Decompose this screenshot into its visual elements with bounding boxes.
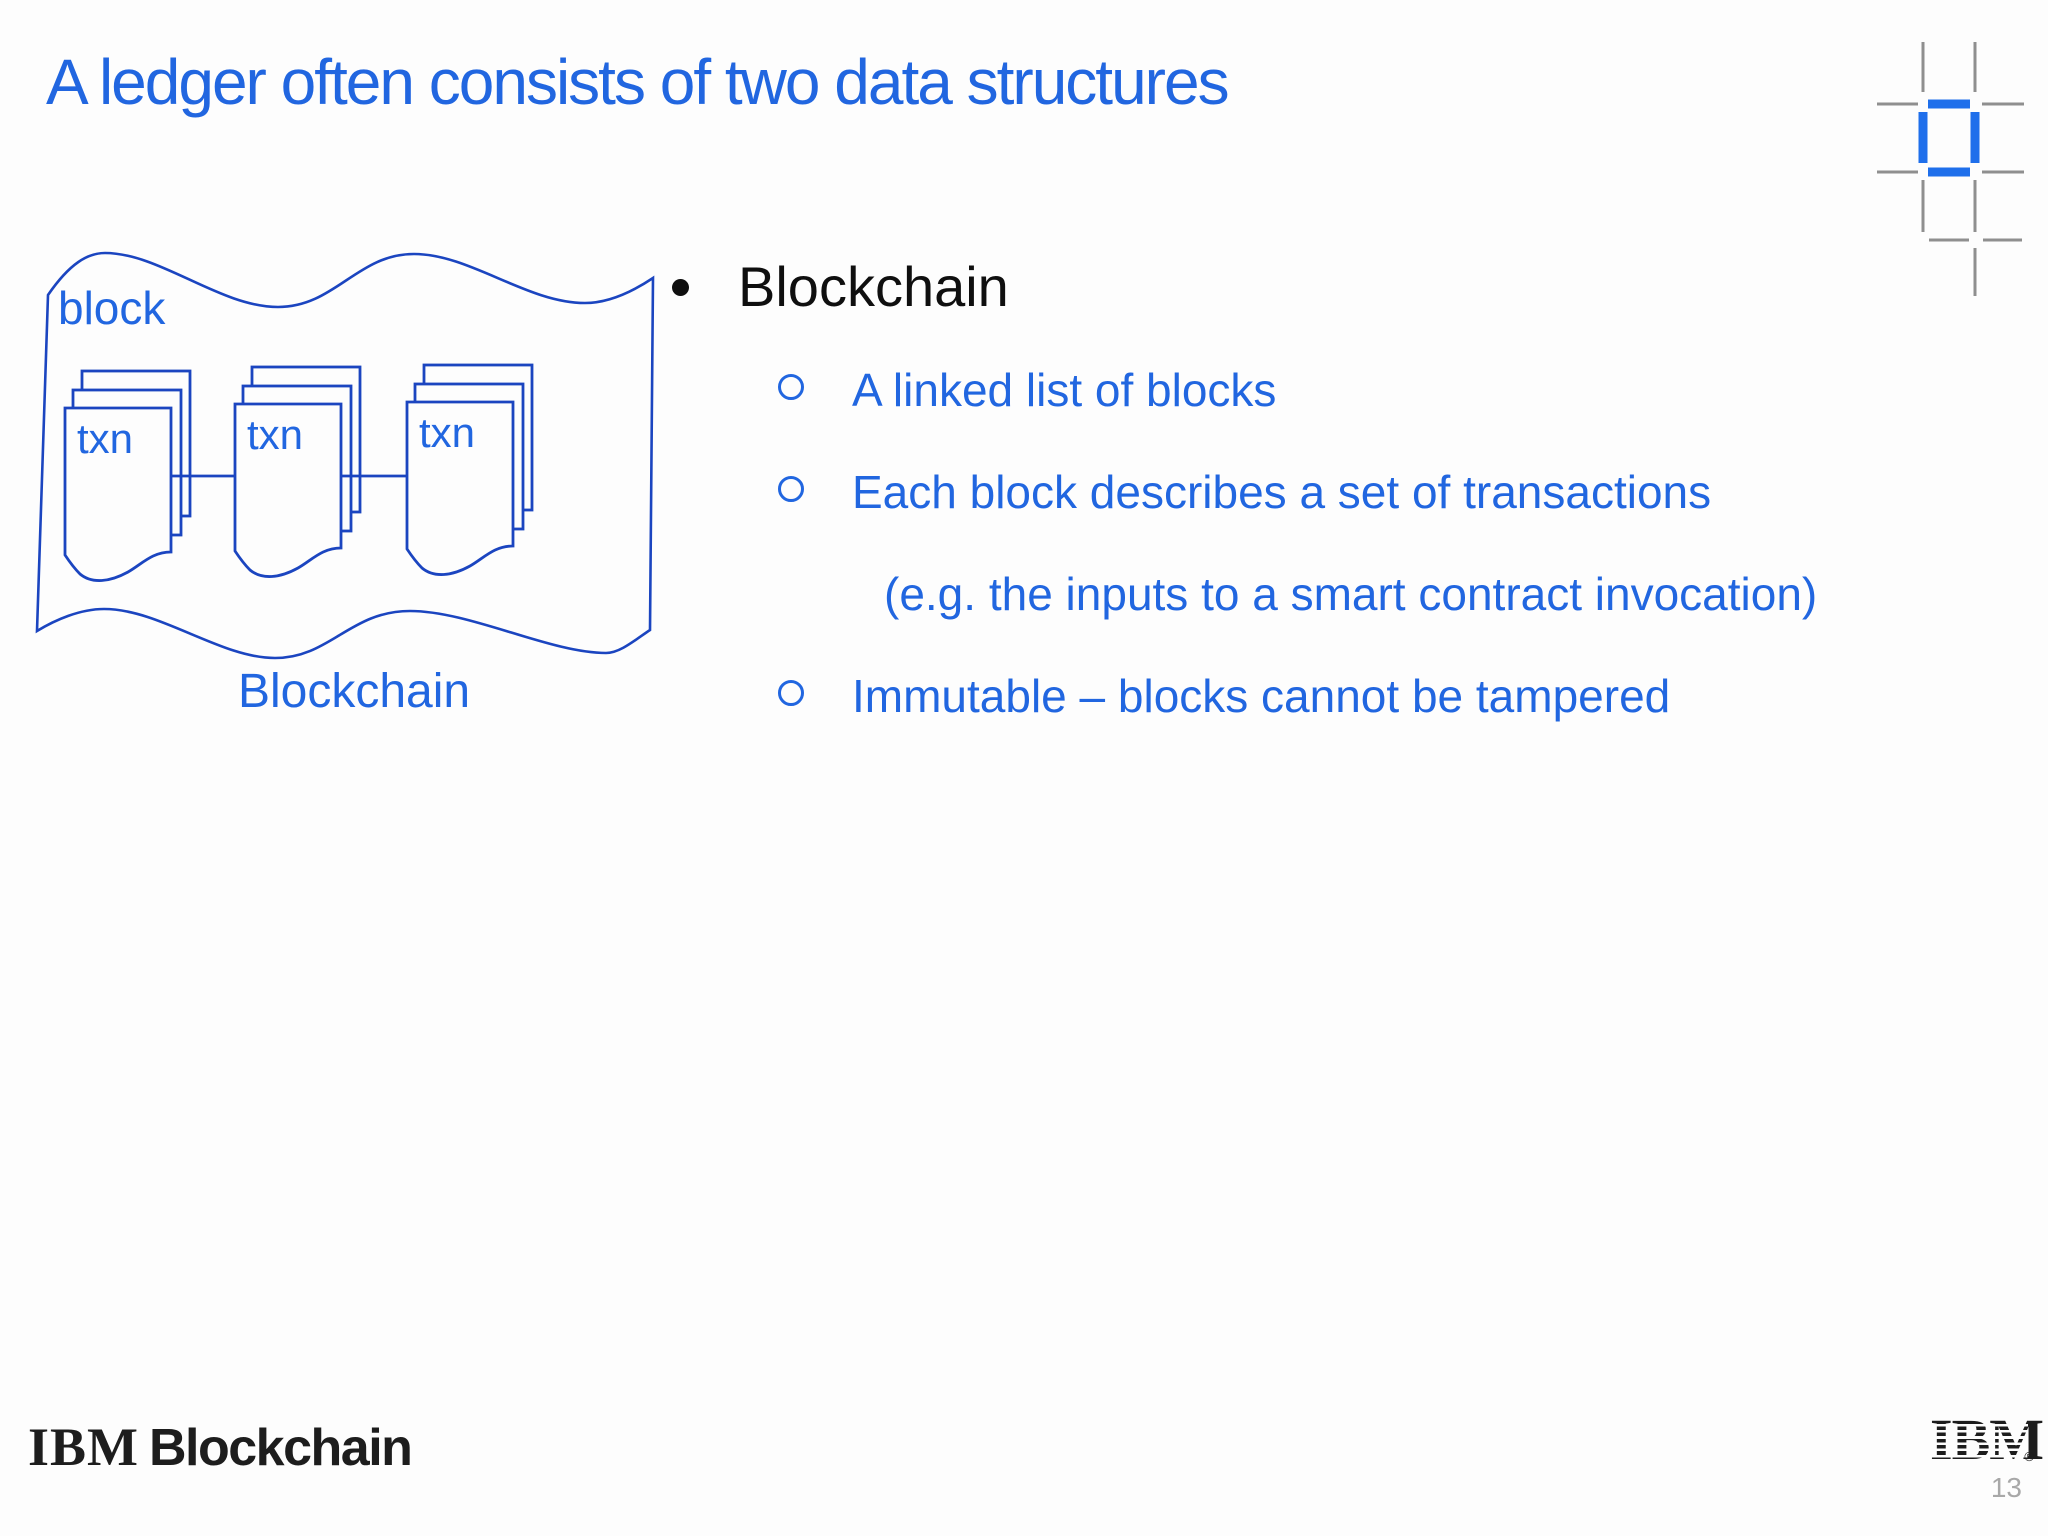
ibm-logo-stripes (1928, 1414, 2028, 1466)
sub-bullet-item: Each block describes a set of transactio… (852, 466, 1712, 518)
page-number: 13 (1990, 1472, 2022, 1503)
sub-bullet-marker (778, 374, 804, 400)
txn-stack: txn (63, 369, 192, 582)
txn-label: txn (77, 415, 133, 462)
txn-stack: txn (233, 365, 362, 578)
blockchain-diagram: txn txn txn (35, 251, 655, 660)
ibm-logo: IBM ® (1928, 1411, 2044, 1469)
txn-label: txn (247, 411, 303, 458)
bullet-dot (672, 279, 689, 296)
sub-bullet-marker (778, 680, 804, 706)
sub-bullet-item: Immutable – blocks cannot be tampered (852, 670, 1671, 722)
txn-stack: txn (405, 363, 534, 576)
sub-bullet-item: A linked list of blocks (852, 364, 1277, 416)
blockchain-caption: Blockchain (237, 665, 471, 718)
registered-mark: ® (2024, 1449, 2034, 1464)
blockchain-word: Blockchain (149, 1419, 413, 1477)
ibm-word: IBM (28, 1417, 139, 1477)
slide-title: A ledger often consists of two data stru… (46, 46, 1230, 118)
txn-label: txn (419, 409, 475, 456)
block-label: block (58, 282, 166, 334)
sub-bullet-marker (778, 476, 804, 502)
banner-outline (35, 251, 655, 660)
grid-cell-highlight-icon (1877, 42, 2024, 296)
bullet-heading: Blockchain (738, 255, 1009, 318)
sub-bullet-continuation: (e.g. the inputs to a smart contract inv… (884, 568, 1818, 620)
